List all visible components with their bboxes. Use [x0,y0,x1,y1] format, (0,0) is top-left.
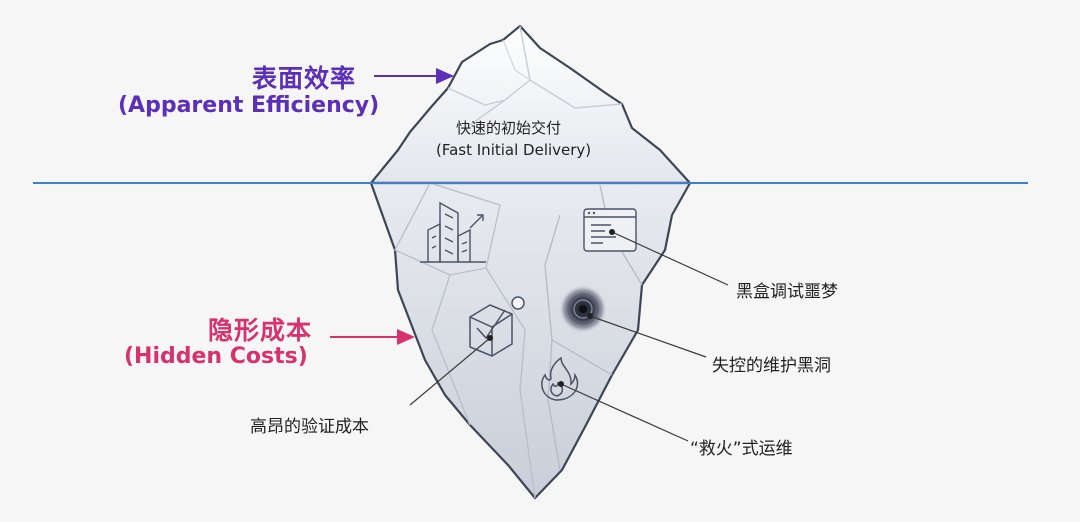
callout-maintenance-hole: 失控的维护黑洞 [712,356,831,376]
box-check-icon [469,296,525,357]
tip-label-zh: 快速的初始交付 [456,119,562,137]
callout-firefighting-ops: “救火”式运维 [690,439,793,459]
callout-lines [409,231,729,442]
callout-verification-cost: 高昂的验证成本 [250,417,369,437]
hidden-title-en: (Hidden Costs) [124,344,308,369]
surface-title-en: (Apparent Efficiency) [118,93,380,118]
iceberg-tip [369,24,692,185]
black-hole-icon [559,285,607,333]
iceberg-underwater [369,181,692,500]
callout-blackbox-debugging: 黑盒调试噩梦 [736,282,838,302]
building-growth-icon [420,201,486,263]
fire-icon [541,356,579,401]
callout-dots [487,229,615,387]
tip-label-en: (Fast Initial Delivery) [436,141,592,159]
hidden-title-zh: 隐形成本 [208,316,313,345]
surface-title-zh: 表面效率 [252,64,357,93]
